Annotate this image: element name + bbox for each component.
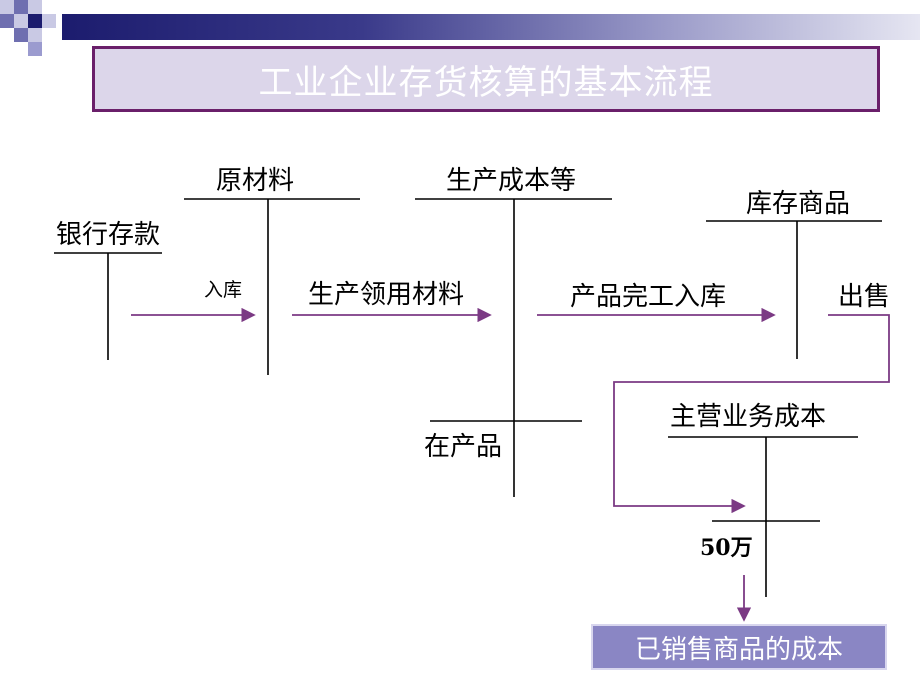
title-box: 工业企业存货核算的基本流程 (92, 46, 880, 112)
flow-label-sale: 出售 (838, 282, 891, 312)
header-bar (62, 14, 920, 40)
account-inventory-goods: 库存商品 (746, 189, 851, 219)
result-label: 已销售商品的成本 (634, 634, 843, 665)
account-production-cost: 生产成本等 (446, 166, 577, 196)
flow-label-production-materials: 生产领用材料 (308, 280, 465, 310)
arrow-sale-path (613, 314, 890, 514)
account-bank-deposit: 银行存款 (56, 220, 161, 250)
page-title: 工业企业存货核算的基本流程 (258, 62, 714, 103)
result-box: 已销售商品的成本 (591, 624, 887, 670)
flow-label-finished-goods: 产品完工入库 (570, 282, 727, 312)
flow-label-into-storage: 入库 (204, 279, 243, 301)
account-main-business-cost: 主营业务成本 (670, 402, 827, 432)
account-wip: 在产品 (424, 432, 503, 462)
account-raw-materials: 原材料 (216, 166, 295, 196)
amount-label: 50万 (700, 535, 753, 561)
